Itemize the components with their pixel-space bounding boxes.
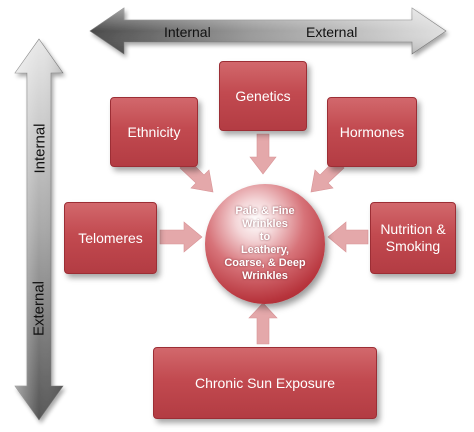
center-outcome-circle: Pale & Fine Wrinkles to Leathery, Coarse… [205,184,325,304]
axis-label-top-external: External [306,24,358,40]
factor-label: Nutrition & Smoking [380,221,446,254]
vertical-axis-arrow [14,38,64,421]
factor-label: Genetics [235,87,291,104]
axis-label-top-internal: Internal [164,24,211,40]
factor-label: Ethnicity [127,123,181,140]
factor-label: Hormones [339,123,405,140]
arrow-nutrition [327,221,369,253]
factor-box-ethnicity: Ethnicity [110,97,198,167]
factor-box-genetics: Genetics [219,61,307,131]
factor-label: Telomeres [78,229,143,246]
arrow-telomeres [159,221,203,253]
factor-label: Chronic Sun Exposure [194,374,336,391]
factor-box-hormones: Hormones [327,97,417,167]
factor-box-nutrition-smoking: Nutrition & Smoking [370,202,456,274]
factor-box-chronic-sun-exposure: Chronic Sun Exposure [153,347,377,419]
axis-label-left-external: External [30,280,48,337]
center-outcome-text: Pale & Fine Wrinkles to Leathery, Coarse… [224,205,306,282]
arrow-sun [248,302,278,345]
axis-label-left-internal: Internal [31,123,49,174]
horizontal-axis-arrow [89,7,447,55]
arrow-genetics [249,133,277,175]
factor-box-telomeres: Telomeres [64,202,157,274]
